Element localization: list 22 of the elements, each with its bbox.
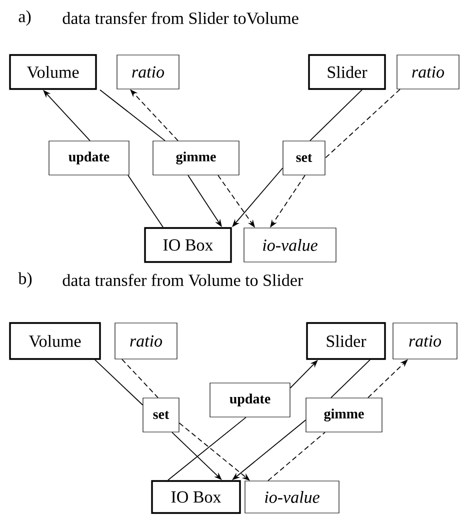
attribute-box: ratio — [116, 54, 180, 90]
attribute-box: io-value — [244, 480, 340, 514]
message-box: set — [282, 140, 326, 176]
panel-title: data transfer from Slider toVolume — [62, 12, 298, 24]
object-box: IO Box — [144, 227, 232, 263]
attribute-box: ratio — [114, 322, 178, 360]
message-box: set — [142, 398, 180, 432]
object-box: Volume — [9, 322, 101, 360]
message-box: update — [48, 140, 130, 176]
attribute-box: ratio — [392, 322, 458, 360]
object-box: Volume — [9, 54, 97, 90]
object-box: Slider — [306, 322, 386, 360]
message-box: gimme — [306, 398, 382, 432]
panel-letter: b) — [18, 272, 32, 288]
attribute-box: io-value — [244, 228, 336, 262]
panel-letter: a) — [18, 10, 31, 26]
panel-title: data transfer from Volume to Slider — [62, 274, 303, 286]
object-box: IO Box — [151, 480, 241, 514]
object-box: Slider — [308, 54, 386, 90]
message-box: gimme — [152, 140, 240, 176]
message-box: update — [210, 382, 290, 418]
attribute-box: ratio — [396, 54, 460, 90]
